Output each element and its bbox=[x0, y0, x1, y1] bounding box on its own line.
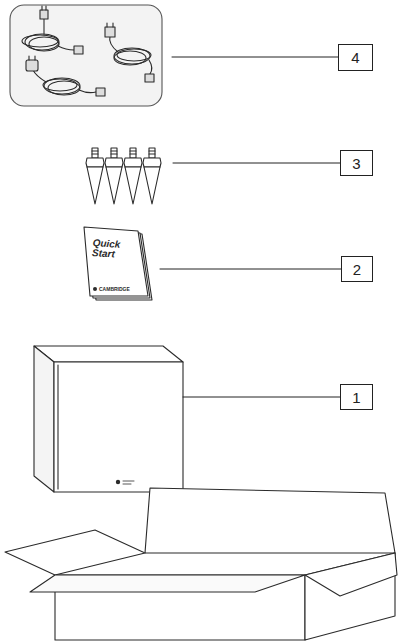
callout-text: 1 bbox=[352, 390, 360, 405]
brand-name: CAMBRIDGE bbox=[99, 286, 139, 292]
callout-text: 4 bbox=[351, 50, 359, 65]
callout-number: 3 bbox=[340, 150, 373, 176]
callout-number: 2 bbox=[341, 256, 373, 282]
callout-number: 4 bbox=[338, 44, 373, 71]
subwoofer bbox=[34, 346, 183, 492]
quick-start-booklet bbox=[84, 227, 152, 300]
booklet-title: Quick Start bbox=[92, 238, 133, 260]
callout-text: 3 bbox=[352, 156, 360, 171]
callout-text: 2 bbox=[353, 262, 361, 277]
spike-feet bbox=[86, 148, 161, 204]
callout-number: 1 bbox=[340, 384, 373, 410]
leader-lines bbox=[160, 57, 341, 397]
power-cables bbox=[10, 5, 162, 106]
open-carton bbox=[5, 488, 397, 640]
